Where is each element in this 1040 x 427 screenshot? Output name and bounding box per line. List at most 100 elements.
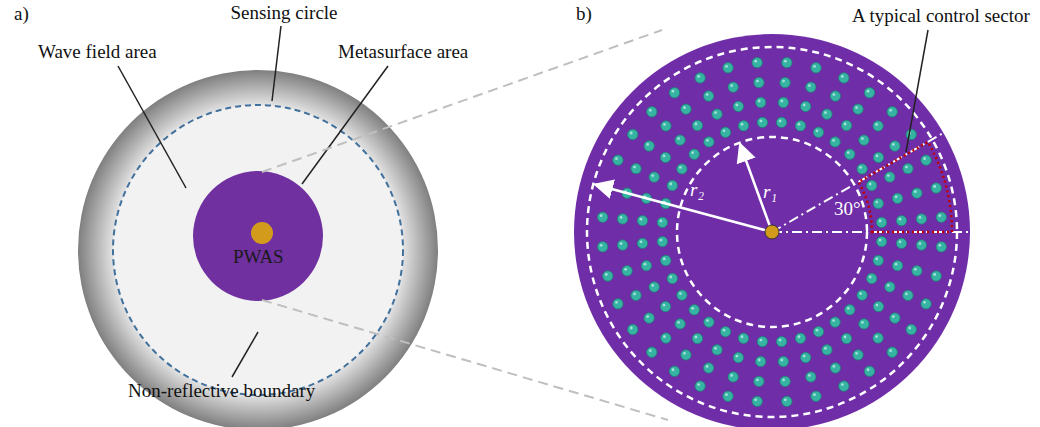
resonator — [695, 381, 705, 391]
resonator — [644, 141, 654, 151]
resonator — [647, 347, 657, 357]
leader-line — [906, 30, 928, 152]
resonator — [660, 301, 670, 311]
leader-line — [118, 66, 186, 188]
resonator — [857, 290, 867, 300]
resonator — [873, 333, 883, 343]
resonator — [811, 391, 821, 401]
resonator — [752, 396, 762, 406]
resonator — [641, 260, 651, 270]
resonator — [912, 188, 922, 198]
resonator — [649, 172, 659, 182]
resonator — [845, 305, 855, 315]
resonator — [873, 255, 883, 265]
resonator — [723, 391, 733, 401]
resonator — [597, 212, 607, 222]
resonator — [675, 319, 685, 329]
resonator — [859, 135, 869, 145]
resonator — [669, 366, 679, 376]
resonator — [778, 97, 788, 107]
resonator — [822, 109, 832, 119]
resonator — [667, 273, 677, 283]
panel-label: b) — [576, 4, 592, 25]
resonator — [704, 317, 714, 327]
resonator — [657, 217, 667, 227]
resonator — [830, 137, 840, 147]
non-reflective-boundary — [78, 70, 438, 427]
radius-label: r₁ — [763, 182, 777, 203]
resonator — [912, 266, 922, 276]
resonator — [733, 101, 743, 111]
resonator — [859, 319, 869, 329]
resonator — [661, 255, 671, 265]
resonator — [864, 88, 874, 98]
resonator — [876, 236, 886, 246]
pwas-dot — [765, 225, 779, 239]
r2-arrow — [595, 185, 772, 233]
resonator — [873, 121, 883, 131]
resonator — [936, 242, 946, 252]
resonator — [936, 212, 946, 222]
resonator — [738, 121, 748, 131]
resonator — [712, 109, 722, 119]
sector-line — [772, 132, 945, 232]
resonator — [754, 77, 764, 87]
sensing-circle — [113, 105, 403, 395]
resonator — [757, 336, 767, 346]
resonator — [906, 129, 916, 139]
resonator — [667, 180, 677, 190]
resonator — [841, 333, 851, 343]
resonator — [806, 82, 816, 92]
resonator — [873, 301, 883, 311]
resonator — [887, 347, 897, 357]
resonator — [839, 381, 849, 391]
resonator — [738, 333, 748, 343]
panel-label: a) — [14, 4, 29, 25]
resonator — [613, 155, 623, 165]
resonator — [728, 372, 738, 382]
resonator — [617, 214, 627, 224]
resonator — [755, 97, 765, 107]
resonator — [675, 135, 685, 145]
resonator — [800, 101, 810, 111]
resonator — [903, 290, 913, 300]
resonator — [603, 271, 613, 281]
resonator — [661, 333, 671, 343]
resonator — [689, 149, 699, 159]
resonator — [830, 363, 840, 373]
metasurface-disk — [574, 34, 970, 427]
resonator — [778, 356, 788, 366]
resonator — [885, 172, 895, 182]
resonator — [628, 324, 638, 334]
resonator — [866, 180, 876, 190]
resonator — [780, 376, 790, 386]
resonator — [597, 242, 607, 252]
radius-label: r₂ — [690, 180, 704, 201]
callout-label: Wave field area — [38, 42, 157, 63]
resonator — [873, 152, 883, 162]
resonator — [887, 107, 897, 117]
resonator — [916, 214, 926, 224]
resonator — [720, 326, 730, 336]
leader-line — [232, 332, 258, 377]
angle-label: 30° — [834, 199, 861, 220]
resonator — [677, 290, 687, 300]
pwas-dot — [251, 222, 273, 244]
resonator — [637, 238, 647, 248]
resonator — [689, 305, 699, 315]
resonator — [780, 77, 790, 87]
resonator — [776, 336, 786, 346]
resonator — [692, 333, 702, 343]
resonator — [864, 366, 874, 376]
callout-label: Sensing circle — [230, 3, 337, 24]
resonator — [649, 282, 659, 292]
resonator — [660, 152, 670, 162]
resonator — [896, 238, 906, 248]
resonator — [873, 198, 883, 208]
resonator — [622, 266, 632, 276]
resonator — [644, 313, 654, 323]
resonator — [822, 345, 832, 355]
resonator — [890, 313, 900, 323]
resonator — [776, 117, 786, 127]
